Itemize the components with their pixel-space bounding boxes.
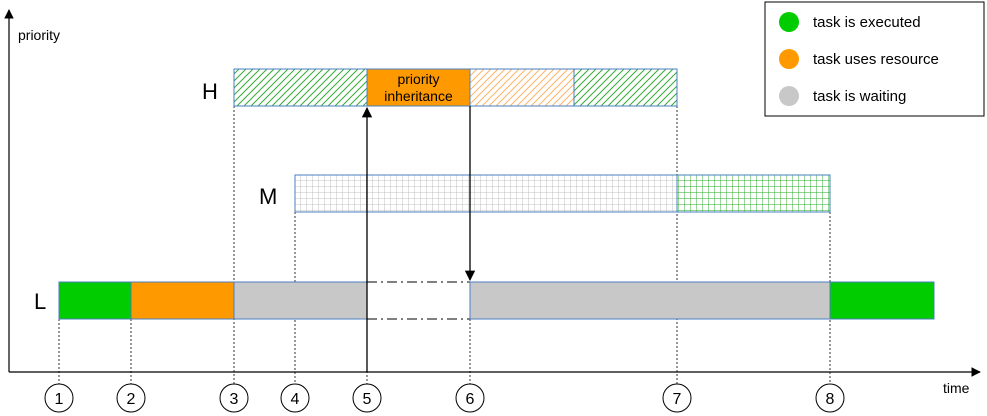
task-l-bar bbox=[58, 281, 935, 320]
time-marker-6: 6 bbox=[455, 383, 485, 413]
svg-text:7: 7 bbox=[673, 391, 682, 408]
legend-swatch-waiting bbox=[779, 86, 799, 106]
l-segment-executed-2 bbox=[829, 281, 935, 320]
svg-text:5: 5 bbox=[363, 391, 372, 408]
svg-text:4: 4 bbox=[291, 391, 300, 408]
legend-item-executed: task is executed bbox=[779, 12, 921, 32]
task-label-l: L bbox=[34, 289, 46, 314]
legend-item-waiting: task is waiting bbox=[779, 86, 906, 106]
task-h-bar: priority inheritance bbox=[233, 68, 678, 107]
svg-text:2: 2 bbox=[127, 391, 136, 408]
time-marker-8: 8 bbox=[815, 383, 845, 413]
time-marker-4: 4 bbox=[280, 383, 310, 413]
h-segment-executed-hatched-2 bbox=[574, 69, 677, 106]
task-label-m: M bbox=[259, 184, 277, 209]
legend-label-executed: task is executed bbox=[813, 14, 921, 31]
svg-text:3: 3 bbox=[230, 391, 239, 408]
legend-swatch-resource bbox=[779, 49, 799, 69]
l-segment-executed-1 bbox=[58, 281, 132, 320]
legend-label-waiting: task is waiting bbox=[813, 88, 906, 105]
svg-text:8: 8 bbox=[826, 391, 835, 408]
l-segment-resource bbox=[130, 281, 235, 320]
inheritance-label-line2: inheritance bbox=[384, 88, 453, 104]
time-marker-5: 5 bbox=[352, 383, 382, 413]
h-segment-executed-hatched bbox=[234, 69, 367, 106]
legend: task is executed task uses resource task… bbox=[764, 1, 985, 117]
svg-text:1: 1 bbox=[55, 391, 64, 408]
h-bar-border bbox=[233, 68, 678, 107]
time-marker-2: 2 bbox=[116, 383, 146, 413]
l-segment-waiting-2 bbox=[469, 281, 831, 320]
inheritance-label-line1: priority bbox=[397, 71, 439, 87]
legend-swatch-executed bbox=[779, 12, 799, 32]
h-segment-resource-hatched bbox=[470, 69, 574, 106]
svg-text:6: 6 bbox=[466, 391, 475, 408]
x-axis-label: time bbox=[943, 380, 970, 396]
h-segment-priority-inheritance bbox=[367, 69, 470, 106]
m-segment-executed-grid bbox=[677, 175, 830, 212]
l-segment-waiting-1 bbox=[233, 281, 368, 320]
time-marker-7: 7 bbox=[662, 383, 692, 413]
task-label-h: H bbox=[202, 79, 218, 104]
legend-label-resource: task uses resource bbox=[813, 51, 939, 68]
legend-item-resource: task uses resource bbox=[779, 49, 939, 69]
legend-box bbox=[764, 1, 985, 117]
y-axis-label: priority bbox=[18, 27, 60, 43]
time-marker-1: 1 bbox=[44, 383, 74, 413]
m-bar-border bbox=[294, 174, 831, 213]
time-markers: 1 2 3 4 5 6 7 8 bbox=[44, 383, 845, 413]
time-guides bbox=[58, 106, 831, 385]
time-marker-3: 3 bbox=[219, 383, 249, 413]
m-segment-waiting-grid bbox=[295, 175, 677, 212]
task-m-bar bbox=[294, 174, 831, 213]
